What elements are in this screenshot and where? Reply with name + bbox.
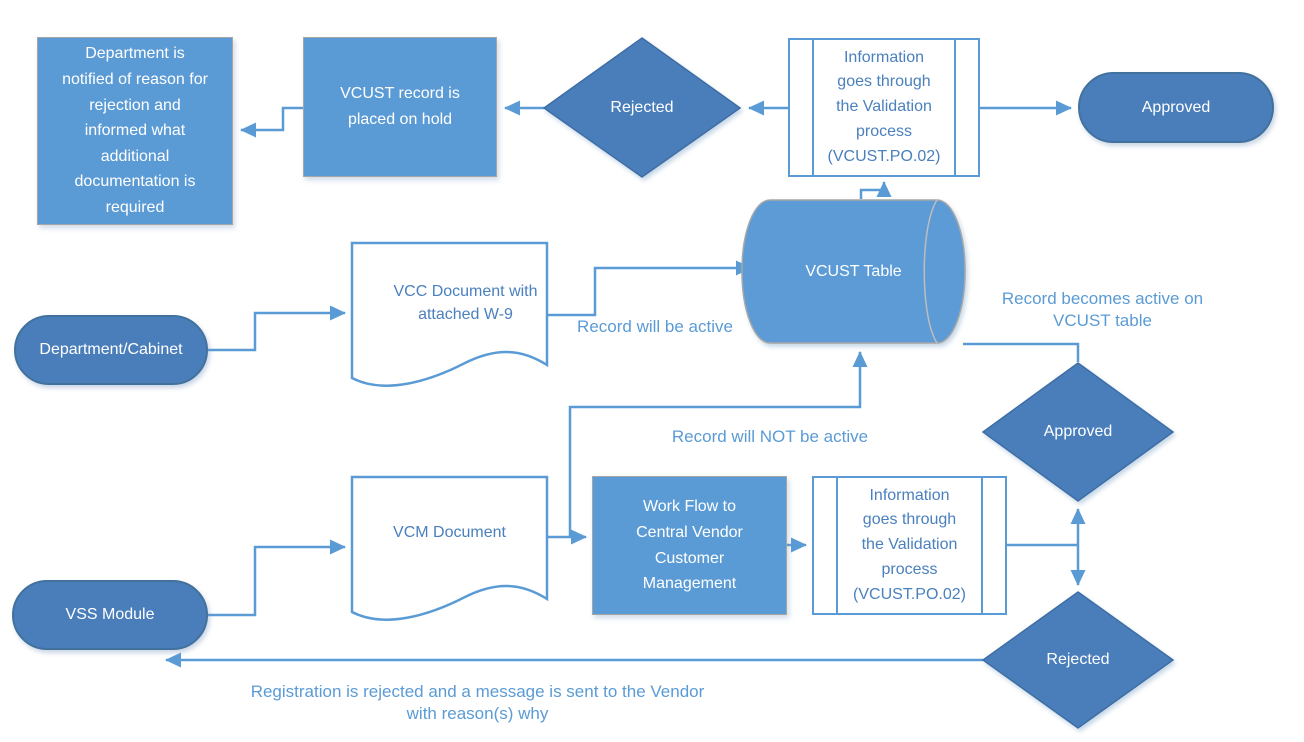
connector-approved-right-to-vcust-table (963, 342, 1080, 362)
decision-approved-right-shape (981, 362, 1175, 502)
connector-vcc-document-to-vcust-table (547, 260, 752, 317)
connector-vcust-table-to-validation-top (859, 181, 892, 199)
document-vcc-shape (350, 241, 549, 387)
predefined-process-validation-bottom: Information goes through the Validation … (812, 476, 1007, 615)
process-dept-notified: Department is notified of reason for rej… (37, 37, 233, 225)
label-record-will-be-active: Record will be active (577, 317, 733, 336)
terminator-dept-cabinet-label: Department/Cabinet (39, 341, 183, 358)
connector-hold-to-notify (240, 106, 303, 138)
predefined-process-bar-icon (812, 40, 814, 175)
validation-bottom-label: Information goes through the Validation … (853, 486, 966, 603)
process-dept-notified-label: Department is notified of reason for rej… (62, 45, 208, 216)
validation-top-label: Information goes through the Validation … (827, 48, 941, 165)
connector-vss-to-vcm-document (208, 539, 346, 617)
connector-cabinet-to-vcc-document (208, 305, 346, 352)
process-workflow: Work Flow to Central Vendor Customer Man… (592, 476, 787, 615)
terminator-dept-cabinet: Department/Cabinet (14, 315, 208, 385)
predefined-process-bar-icon (954, 40, 956, 175)
label-record-will-not-be-active: Record will NOT be active (671, 427, 869, 446)
decision-rejected-top-shape (542, 37, 742, 178)
predefined-process-validation-top: Information goes through the Validation … (788, 38, 980, 177)
process-vcust-hold: VCUST record is placed on hold (303, 37, 497, 177)
database-vcust-table-end-arc (923, 199, 938, 344)
document-vcm-shape (350, 475, 549, 621)
predefined-process-bar-icon (836, 478, 838, 613)
terminator-approved-top-label: Approved (1141, 98, 1211, 116)
predefined-process-bar-icon (981, 478, 983, 613)
terminator-vss-module-label: VSS Module (65, 606, 155, 623)
terminator-vss-module: VSS Module (12, 580, 208, 650)
terminator-approved-top: Approved (1078, 72, 1274, 143)
connector-not-active-branch-to-vcust-table (568, 351, 868, 536)
decision-rejected-bottom-shape (981, 591, 1175, 729)
label-record-becomes-active: Record becomes active on VCUST table (1001, 289, 1204, 331)
process-vcust-hold-label: VCUST record is placed on hold (340, 85, 460, 128)
process-workflow-label: Work Flow to Central Vendor Customer Man… (636, 498, 743, 593)
database-vcust-table-shape (741, 199, 966, 344)
label-registration-rejected: Registration is rejected and a message i… (250, 682, 705, 724)
